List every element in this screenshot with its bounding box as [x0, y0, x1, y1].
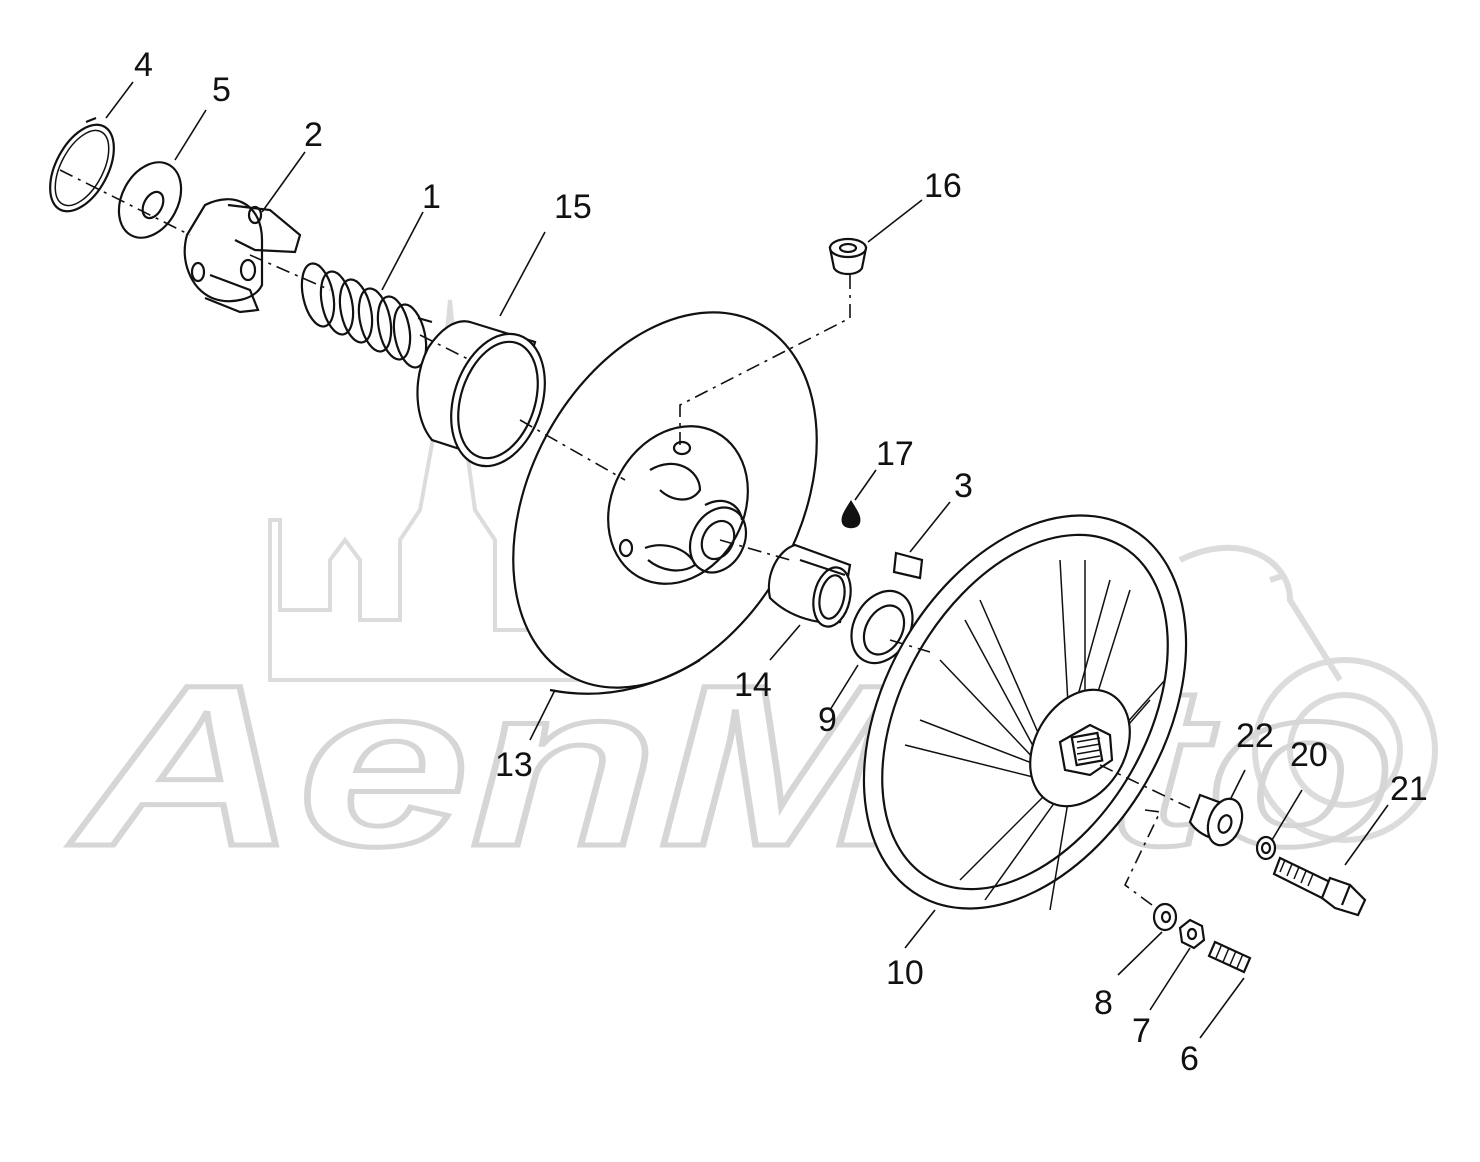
label-part-6: 6	[1180, 1040, 1199, 1078]
watermark-text: AenMoto	[68, 637, 1395, 894]
label-part-13: 13	[495, 746, 533, 784]
label-part-8: 8	[1094, 984, 1113, 1022]
washer-part-8	[1152, 902, 1178, 932]
label-part-1: 1	[422, 178, 441, 216]
nut-part-7	[1178, 918, 1206, 950]
bolt-part-21	[1272, 856, 1367, 917]
label-part-2: 2	[304, 116, 323, 154]
label-part-22: 22	[1236, 717, 1274, 755]
cam-part-2	[183, 198, 302, 314]
key-part-3	[892, 551, 924, 580]
label-part-5: 5	[212, 71, 231, 109]
washer-part-9	[850, 589, 914, 665]
watermark-motorcycle	[1178, 544, 1438, 843]
label-part-21: 21	[1390, 770, 1428, 808]
sheave-part-13	[512, 311, 818, 695]
label-part-14: 14	[734, 666, 772, 704]
set-screw-part-6	[1207, 940, 1252, 974]
label-part-9: 9	[818, 701, 837, 739]
label-part-10: 10	[886, 954, 924, 992]
label-part-3: 3	[954, 467, 973, 505]
assembly-axis-lines	[59, 169, 1191, 906]
label-part-15: 15	[554, 188, 592, 226]
leader-lines	[105, 81, 1389, 1039]
washer-part-20	[1255, 835, 1277, 861]
bushing-part-14	[767, 543, 852, 628]
label-part-7: 7	[1132, 1012, 1151, 1050]
part-labels: 4 5 2 1 15 16 17 3 14 9 13 10 22 20 21 8…	[134, 46, 1428, 1078]
label-part-20: 20	[1290, 736, 1328, 774]
grease-drop-part-17	[841, 500, 861, 529]
spacer-part-22	[1188, 793, 1244, 847]
sleeve-part-15	[416, 320, 546, 468]
label-part-16: 16	[924, 167, 962, 205]
label-part-17: 17	[876, 435, 914, 473]
plug-part-16	[828, 237, 868, 276]
spring-part-1	[300, 262, 433, 369]
snap-ring-part-4	[49, 116, 115, 213]
sheave-part-10	[862, 514, 1188, 911]
label-part-4: 4	[134, 46, 153, 84]
washer-part-5	[117, 161, 183, 239]
